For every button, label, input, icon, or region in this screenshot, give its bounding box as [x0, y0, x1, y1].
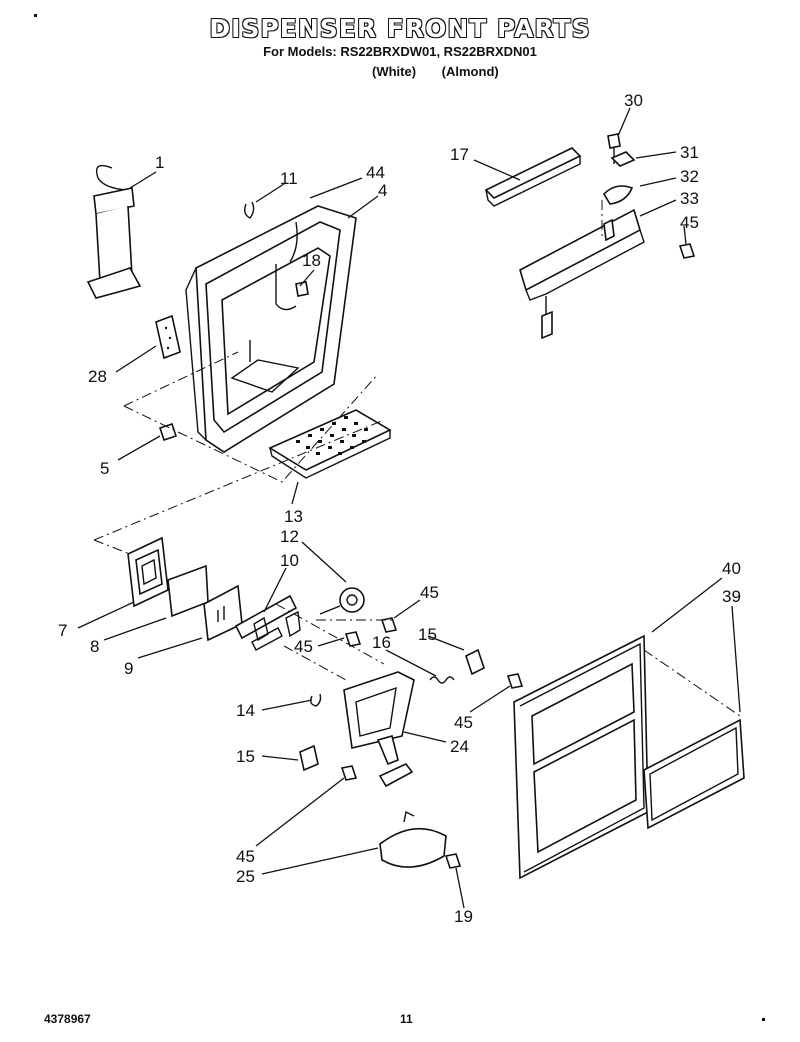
callout-32: 32 — [680, 167, 699, 186]
callout-40: 40 — [722, 559, 741, 578]
callout-14: 14 — [236, 701, 255, 720]
callout-10: 10 — [280, 551, 299, 570]
part-1-wire-bracket — [86, 164, 142, 299]
part-7-button-frame — [127, 536, 169, 608]
part-15-guide-lower — [299, 744, 319, 772]
part-14-clip — [309, 693, 322, 707]
part-45-screw-upper — [678, 243, 696, 259]
variant-almond: (Almond) — [441, 64, 499, 79]
part-17-trim — [484, 147, 582, 207]
part-28-pad — [155, 314, 181, 360]
corner-mark-bottom — [762, 1018, 765, 1021]
callout-5: 5 — [100, 459, 109, 478]
callout-39: 39 — [722, 587, 741, 606]
variant-white: (White) — [372, 64, 417, 79]
callout-16: 16 — [372, 633, 391, 652]
part-4-housing — [185, 205, 357, 453]
callout-11: 11 — [280, 169, 298, 188]
page-title: DISPENSER FRONT PARTS — [209, 14, 591, 43]
leader-lines — [77, 107, 741, 909]
part-8-membrane — [167, 564, 209, 618]
part-15-guide-upper — [465, 648, 485, 676]
callout-31: 31 — [680, 143, 699, 162]
callout-25: 25 — [236, 867, 255, 886]
page-number: 11 — [400, 1012, 413, 1026]
part-19-screw — [444, 853, 462, 869]
part-9-switch-plate — [203, 584, 243, 642]
callout-7: 7 — [58, 621, 67, 640]
part-11-clip — [243, 201, 255, 219]
callout-9: 9 — [124, 659, 133, 678]
part-12-solenoid — [319, 587, 365, 615]
part-45-screw-a — [380, 617, 398, 633]
callout-12: 12 — [280, 527, 299, 546]
callout-45-upper: 45 — [680, 213, 699, 232]
models-subtitle: For Models: RS22BRXDW01, RS22BRXDN01 — [263, 44, 537, 59]
callout-45-d: 45 — [236, 847, 255, 866]
callout-13: 13 — [284, 507, 303, 526]
callout-1: 1 — [155, 153, 164, 172]
part-33-bracket — [519, 208, 645, 340]
callout-15-upper: 15 — [418, 625, 437, 644]
part-24-arm — [343, 671, 415, 788]
part-5-screw — [158, 422, 178, 442]
grille-holes — [296, 416, 368, 455]
document-number: 4378967 — [44, 1012, 91, 1026]
part-16-spring — [429, 676, 455, 684]
part-30-screw — [607, 133, 621, 164]
part-25-chute — [379, 810, 447, 868]
corner-mark-top — [34, 14, 37, 17]
callout-4: 4 — [378, 181, 387, 200]
callout-45-c: 45 — [454, 713, 473, 732]
callout-24: 24 — [450, 737, 469, 756]
callout-15-lower: 15 — [236, 747, 255, 766]
part-45-screw-d — [340, 765, 358, 781]
callout-28: 28 — [88, 367, 107, 386]
callout-44: 44 — [366, 163, 385, 182]
callout-45-b: 45 — [294, 637, 313, 656]
part-32-plate — [602, 185, 634, 205]
callout-8: 8 — [90, 637, 99, 656]
model-variants: (White) (Almond) — [372, 64, 521, 79]
callout-45-a: 45 — [420, 583, 439, 602]
part-45-screw-b — [344, 631, 362, 647]
callout-labels: 1 11 44 4 18 28 5 13 17 30 31 32 33 45 1… — [58, 91, 741, 926]
part-40-panel — [513, 634, 649, 880]
part-39-overlay — [643, 718, 745, 830]
callout-18: 18 — [302, 251, 321, 270]
callout-17: 17 — [450, 145, 469, 164]
part-31-clip — [610, 151, 636, 167]
callout-33: 33 — [680, 189, 699, 208]
part-45-screw-c — [506, 673, 524, 689]
callout-19: 19 — [454, 907, 473, 926]
part-13-grille — [268, 409, 392, 479]
callout-30: 30 — [624, 91, 643, 110]
